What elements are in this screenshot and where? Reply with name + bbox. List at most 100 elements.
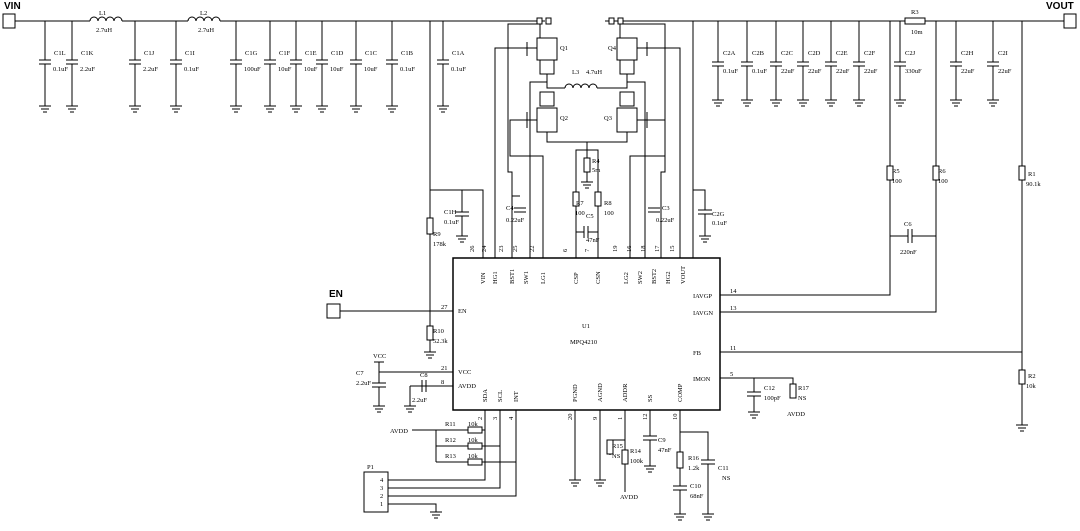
r6-value: 100 <box>938 178 948 185</box>
en-port-label: EN <box>329 289 343 300</box>
cap-ref: C1J <box>144 50 155 57</box>
cap-ref: C2E <box>836 50 848 57</box>
pin-name: CSP <box>573 272 580 284</box>
q2-label: Q2 <box>560 115 568 122</box>
resistor-r2 <box>1018 369 1026 385</box>
cap-ref: C1D <box>331 50 344 57</box>
r12-value: 10k <box>468 437 479 444</box>
resistor-r4 <box>583 157 591 173</box>
r2-value: 10k <box>1026 383 1037 390</box>
mosfet-q3: Q3 <box>604 91 648 133</box>
pin-name: HG1 <box>492 271 499 284</box>
cap-value: 0.1uF <box>451 66 466 73</box>
q4-label: Q4 <box>608 45 617 52</box>
cap-ref: C2J <box>905 50 916 57</box>
avdd-net-label: AVDD <box>390 428 408 435</box>
r4-ref: R4 <box>592 158 600 165</box>
mosfet-q2: Q2 <box>526 91 568 133</box>
r11-ref: R11 <box>445 421 456 428</box>
r10-ref: R10 <box>433 328 444 335</box>
pin-number: 12 <box>642 414 649 421</box>
c7-ref: C7 <box>356 370 364 377</box>
vcc-net-label: VCC <box>373 353 386 360</box>
r4-value: 5m <box>592 167 600 174</box>
pin-number: 19 <box>612 246 619 253</box>
r7-ref: R7 <box>576 200 584 207</box>
cap-value: 2.2uF <box>80 66 95 73</box>
r15-ref: R15 <box>612 443 623 450</box>
resistor-r14 <box>621 449 629 465</box>
enable-divider: EN R9 178k R10 52.3k <box>326 217 453 359</box>
vout-port <box>1063 13 1077 29</box>
i2c-network: AVDD R11 10k R12 10k R13 10k P1 4 3 2 1 <box>363 410 517 519</box>
cap-ref: C2D <box>808 50 821 57</box>
cap-value: 22uF <box>836 68 850 75</box>
vout-port-label: VOUT <box>1046 1 1074 12</box>
r7-value: 100 <box>575 210 585 217</box>
p1-pin-2: 2 <box>380 493 383 500</box>
resistor-r15 <box>606 439 614 455</box>
q1-label: Q1 <box>560 45 568 52</box>
r2-ref: R2 <box>1028 373 1036 380</box>
inductor-l1 <box>89 16 123 22</box>
r14-value: 100k <box>630 458 644 465</box>
cap-ref: C2C <box>781 50 793 57</box>
c10-ref: C10 <box>690 483 701 490</box>
l3-ref: L3 <box>572 69 579 76</box>
resistor-r3 <box>904 17 926 25</box>
pin-number: 22 <box>529 246 536 253</box>
p1-pin-4: 4 <box>380 477 384 484</box>
r14-ref: R14 <box>630 448 642 455</box>
pin-number: 1 <box>617 417 624 420</box>
power-stage: Q1 Q4 L3 4.7uH Q2 <box>526 17 648 258</box>
pin-number: 6 <box>562 248 569 252</box>
l1-value: 2.7uH <box>96 27 112 34</box>
cap-ref: C1L <box>54 50 66 57</box>
c6-ref: C6 <box>904 221 912 228</box>
pin-number: 4 <box>508 416 515 420</box>
pin-number: 23 <box>498 246 505 253</box>
resistor-r5 <box>886 165 894 181</box>
c8-ref: C8 <box>420 372 428 379</box>
cap-ref: C2I <box>998 50 1008 57</box>
pin-number: 13 <box>730 305 737 312</box>
u1-ref: U1 <box>582 323 590 330</box>
r1-value: 90.1k <box>1026 181 1041 188</box>
c3-ref: C3 <box>662 205 670 212</box>
cap-ref: C1K <box>81 50 94 57</box>
pin-name: INT <box>513 391 520 402</box>
r3-value: 10m <box>911 29 923 36</box>
cap-value: 10uF <box>364 66 378 73</box>
avdd-net-label-2: AVDD <box>620 494 638 501</box>
c3-value: 0.22uF <box>656 217 675 224</box>
pin-name: VOUT <box>680 266 687 284</box>
en-port <box>326 303 341 319</box>
